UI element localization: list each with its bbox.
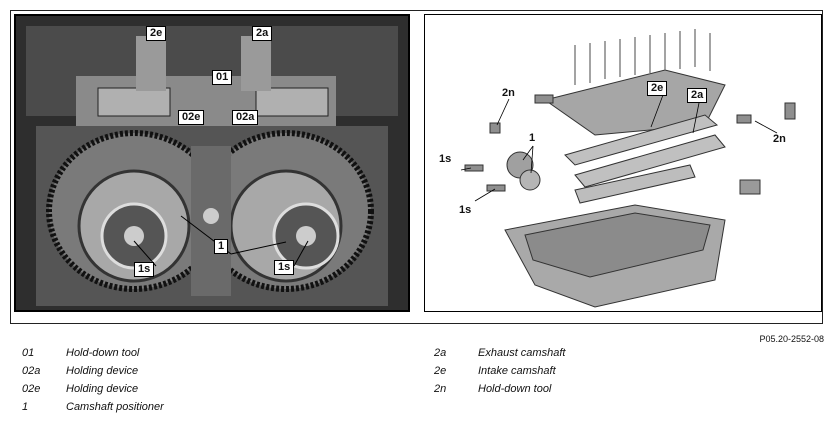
legend-code: 01 — [22, 347, 35, 359]
legend-right: 2a Exhaust camshaft 2e Intake camshaft 2… — [434, 347, 814, 401]
label-2a-drawing: 2a — [687, 88, 708, 103]
legend-code: 2e — [434, 365, 447, 377]
legend-code: 02e — [22, 383, 41, 395]
legend-desc: Exhaust camshaft — [478, 347, 566, 359]
label-1s-bottom: 1s — [459, 204, 472, 216]
label-1s-top: 1s — [439, 153, 452, 165]
legend-code: 02a — [22, 365, 41, 377]
legend-desc: Hold-down tool — [66, 347, 140, 359]
label-1: 1 — [214, 239, 229, 254]
engine-photo: 2e 2a 01 02e 02a 1 1s 1s — [14, 14, 410, 312]
legend-desc: Camshaft positioner — [66, 401, 164, 413]
legend-left: 01 Hold-down tool 02a Holding device 02e… — [22, 347, 402, 419]
label-2e: 2e — [146, 26, 167, 41]
figure-reference: P05.20-2552-08 — [759, 334, 824, 344]
legend-row: 02e Holding device — [22, 383, 402, 401]
legend-row: 2a Exhaust camshaft — [434, 347, 814, 365]
legend-code: 2n — [434, 383, 447, 395]
label-2e-drawing: 2e — [647, 81, 668, 96]
legend-desc: Holding device — [66, 365, 139, 377]
exploded-drawing-illustration — [460, 29, 796, 308]
legend-row: 1 Camshaft positioner — [22, 401, 402, 419]
label-2a: 2a — [252, 26, 273, 41]
label-02a: 02a — [232, 110, 259, 125]
legend-desc: Holding device — [66, 383, 139, 395]
legend-desc: Hold-down tool — [478, 383, 552, 395]
label-02e: 02e — [178, 110, 205, 125]
label-01: 01 — [212, 70, 233, 85]
label-1s-right: 1s — [274, 260, 295, 275]
legend-desc: Intake camshaft — [478, 365, 556, 377]
label-1-drawing: 1 — [529, 132, 536, 144]
label-1s-left: 1s — [134, 262, 155, 277]
legend-code: 2a — [434, 347, 447, 359]
label-2n-left: 2n — [502, 87, 515, 99]
legend-row: 02a Holding device — [22, 365, 402, 383]
legend-code: 1 — [22, 401, 29, 413]
legend-row: 2e Intake camshaft — [434, 365, 814, 383]
exploded-drawing: 2n 2n 2e 2a 1 1s 1s — [424, 14, 822, 312]
legend-row: 01 Hold-down tool — [22, 347, 402, 365]
legend-row: 2n Hold-down tool — [434, 383, 814, 401]
label-2n-right: 2n — [773, 133, 786, 145]
engine-photo-illustration — [16, 16, 408, 310]
